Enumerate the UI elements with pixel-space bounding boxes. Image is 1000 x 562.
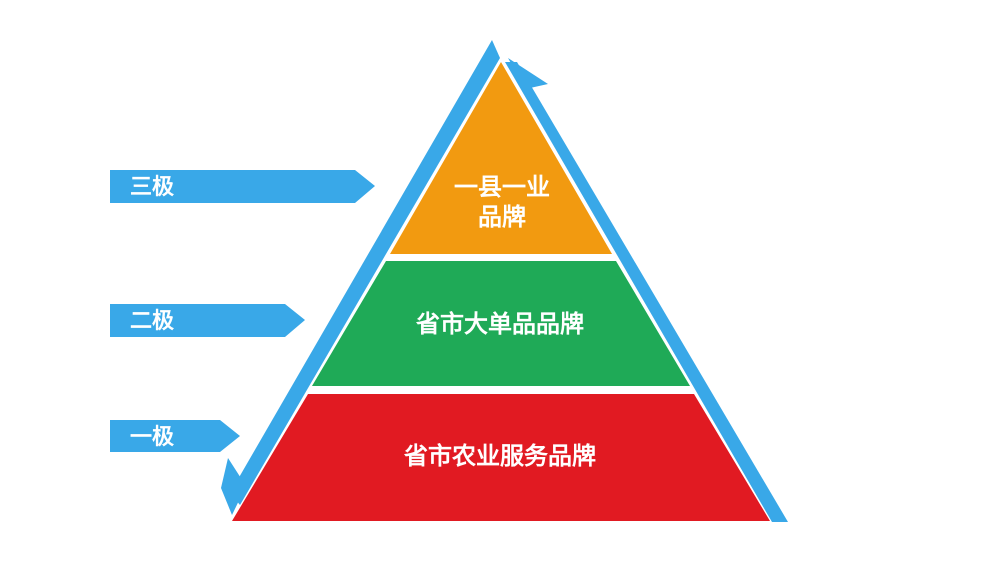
- level-label-3: 三极: [130, 175, 175, 200]
- tier-top: 一县一业 品牌: [390, 62, 612, 254]
- level-pointer-1: 一极: [110, 420, 240, 452]
- tier-top-line-1: 一县一业: [454, 173, 550, 201]
- pointer-arrow-icon: [110, 170, 375, 203]
- tier-top-shape: [390, 62, 612, 254]
- tier-middle: 省市大单品品牌: [312, 261, 690, 386]
- tier-bottom: 省市农业服务品牌: [232, 394, 770, 521]
- pointer-arrow-icon: [110, 304, 305, 337]
- pointer-arrow-icon: [110, 420, 240, 452]
- tier-top-line-2: 品牌: [478, 203, 526, 231]
- tier-bottom-shape: [232, 394, 770, 521]
- level-label-1: 一极: [130, 425, 175, 450]
- tier-middle-label: 省市大单品品牌: [415, 310, 584, 338]
- arrow-down-icon: [221, 458, 246, 515]
- level-pointer-3: 三极: [110, 170, 375, 203]
- arrow-up-icon: [508, 58, 548, 100]
- level-label-2: 二极: [130, 309, 175, 334]
- left-side-stripe: [230, 40, 500, 505]
- level-pointer-2: 二极: [110, 304, 305, 337]
- tier-middle-shape: [312, 261, 690, 386]
- right-side-stripe: [505, 62, 788, 522]
- tier-bottom-label: 省市农业服务品牌: [403, 442, 596, 470]
